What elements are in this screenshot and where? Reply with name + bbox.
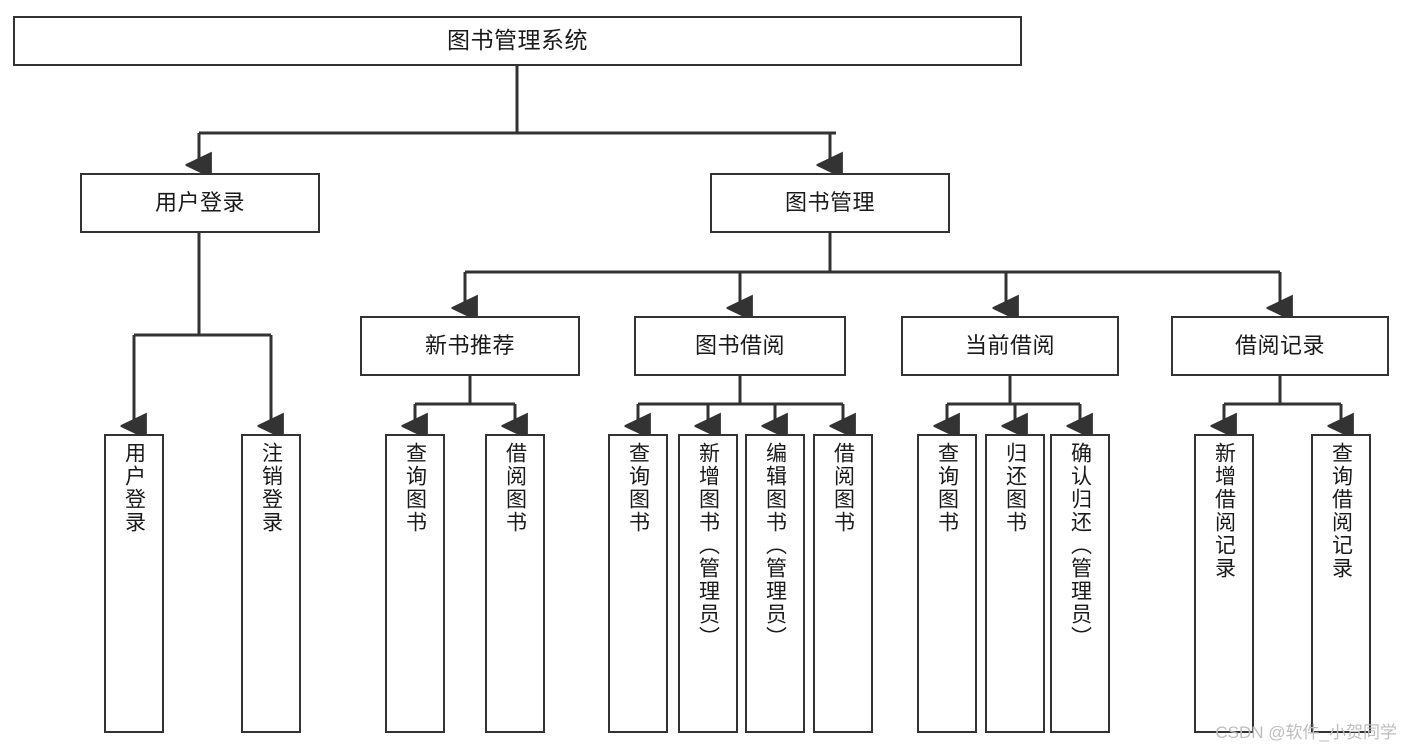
leaf-confirm-return-admin[interactable]: 确认归还（管理员） <box>1050 434 1110 733</box>
leaf-return-book[interactable]: 归还图书 <box>985 434 1045 733</box>
leaf-query-book-recommend[interactable]: 查询图书 <box>385 434 445 733</box>
node-borrow-record-label: 借阅记录 <box>1234 333 1325 359</box>
csdn-watermark: CSDN @软件_小贺同学 <box>1215 723 1397 742</box>
leaf-query-book-recommend-label: 查询图书 <box>403 442 427 534</box>
leaf-add-book-admin-label: 新增图书（管理员） <box>696 442 720 649</box>
leaf-borrow-book-recommend-label: 借阅图书 <box>503 442 527 534</box>
node-book-borrow[interactable]: 图书借阅 <box>634 316 846 376</box>
leaf-borrow-book[interactable]: 借阅图书 <box>813 434 873 733</box>
leaf-borrow-book-recommend[interactable]: 借阅图书 <box>485 434 545 733</box>
node-book-borrow-label: 图书借阅 <box>694 333 785 359</box>
leaf-query-book-current-label: 查询图书 <box>935 442 959 534</box>
leaf-borrow-book-label: 借阅图书 <box>831 442 855 534</box>
leaf-user-login[interactable]: 用户登录 <box>104 434 164 733</box>
node-current-borrow[interactable]: 当前借阅 <box>901 316 1119 376</box>
leaf-edit-book-admin-label: 编辑图书（管理员） <box>763 442 787 649</box>
leaf-query-borrow-record-label: 查询借阅记录 <box>1329 442 1353 580</box>
node-new-book-recommend[interactable]: 新书推荐 <box>360 316 580 376</box>
node-user-login[interactable]: 用户登录 <box>80 173 320 233</box>
leaf-query-borrow-record[interactable]: 查询借阅记录 <box>1311 434 1371 733</box>
leaf-query-book-current[interactable]: 查询图书 <box>917 434 977 733</box>
leaf-logout[interactable]: 注销登录 <box>241 434 301 733</box>
leaf-return-book-label: 归还图书 <box>1003 442 1027 534</box>
leaf-add-book-admin[interactable]: 新增图书（管理员） <box>678 434 738 733</box>
node-root[interactable]: 图书管理系统 <box>13 16 1022 66</box>
node-book-manage[interactable]: 图书管理 <box>710 173 950 233</box>
node-borrow-record[interactable]: 借阅记录 <box>1171 316 1389 376</box>
leaf-user-login-label: 用户登录 <box>122 442 146 534</box>
node-current-borrow-label: 当前借阅 <box>964 333 1055 359</box>
node-new-book-recommend-label: 新书推荐 <box>424 333 515 359</box>
leaf-add-borrow-record-label: 新增借阅记录 <box>1212 442 1236 580</box>
leaf-confirm-return-admin-label: 确认归还（管理员） <box>1068 442 1092 649</box>
leaf-edit-book-admin[interactable]: 编辑图书（管理员） <box>745 434 805 733</box>
node-book-manage-label: 图书管理 <box>784 190 875 216</box>
leaf-query-book-borrow-label: 查询图书 <box>626 442 650 534</box>
leaf-query-book-borrow[interactable]: 查询图书 <box>608 434 668 733</box>
node-root-label: 图书管理系统 <box>447 27 588 54</box>
leaf-logout-label: 注销登录 <box>259 442 283 534</box>
node-user-login-label: 用户登录 <box>154 190 245 216</box>
leaf-add-borrow-record[interactable]: 新增借阅记录 <box>1194 434 1254 733</box>
